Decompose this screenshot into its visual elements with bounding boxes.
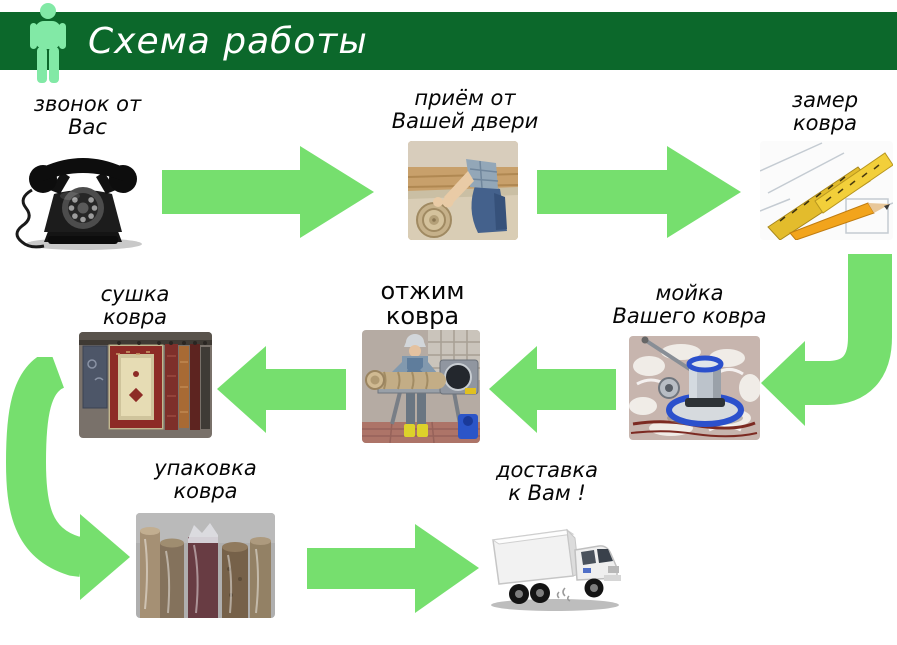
step-label-wring-line2: ковра bbox=[385, 302, 460, 330]
ruler-pencil-photo bbox=[760, 141, 893, 240]
step-label-measure: замер ковра bbox=[760, 89, 890, 135]
step-label-measure-line1: замер bbox=[791, 88, 859, 112]
packed-carpets-photo bbox=[136, 513, 275, 618]
step-label-dry-line2: ковра bbox=[102, 305, 168, 329]
step-label-call-line1: звонок от bbox=[33, 92, 142, 116]
carpet-drying-photo bbox=[79, 332, 212, 438]
step-label-deliver-line1: доставка bbox=[496, 458, 598, 482]
step-label-dry-line1: сушка bbox=[100, 282, 170, 306]
step-label-wring: отжим ковра bbox=[350, 279, 495, 329]
step-label-pickup-line2: Вашей двери bbox=[391, 109, 539, 133]
step-label-pickup: приём от Вашей двери bbox=[370, 87, 560, 133]
arrow-pickup-to-measure bbox=[537, 146, 741, 238]
arrow-dry-to-pack-elbow bbox=[2, 357, 132, 604]
step-label-pack-line1: упаковка bbox=[154, 456, 257, 480]
step-label-call-line2: Вас bbox=[68, 115, 107, 139]
header-bar bbox=[0, 12, 897, 70]
wringing-machine-photo bbox=[362, 330, 480, 443]
person-icon bbox=[27, 2, 69, 84]
arrow-call-to-pickup bbox=[162, 146, 374, 238]
step-label-call: звонок от Вас bbox=[10, 93, 165, 139]
step-label-deliver-line2: к Вам ! bbox=[508, 481, 586, 505]
step-label-wring-line1: отжим bbox=[380, 277, 465, 305]
page-title: Схема работы bbox=[88, 20, 368, 62]
arrow-pack-to-deliver bbox=[307, 524, 479, 613]
delivery-truck-photo bbox=[477, 516, 626, 615]
step-label-pickup-line1: приём от bbox=[414, 86, 516, 110]
carpet-washing-photo bbox=[629, 336, 760, 440]
carpet-pickup-photo bbox=[408, 141, 518, 240]
arrow-wring-to-dry bbox=[217, 346, 346, 433]
rotary-phone-photo bbox=[10, 144, 152, 252]
step-label-wash: мойка Вашего ковра bbox=[592, 282, 787, 328]
step-label-deliver: доставка к Вам ! bbox=[472, 459, 622, 505]
arrow-measure-to-wash-elbow bbox=[755, 252, 897, 427]
step-label-pack-line2: ковра bbox=[173, 479, 238, 503]
step-label-measure-line2: ковра bbox=[792, 111, 858, 135]
step-label-wash-line1: мойка bbox=[655, 281, 724, 305]
step-label-pack: упаковка ковра bbox=[133, 457, 278, 503]
step-label-dry: сушка ковра bbox=[55, 283, 215, 329]
step-label-wash-line2: Вашего ковра bbox=[612, 304, 767, 328]
arrow-wash-to-wring bbox=[489, 346, 616, 433]
